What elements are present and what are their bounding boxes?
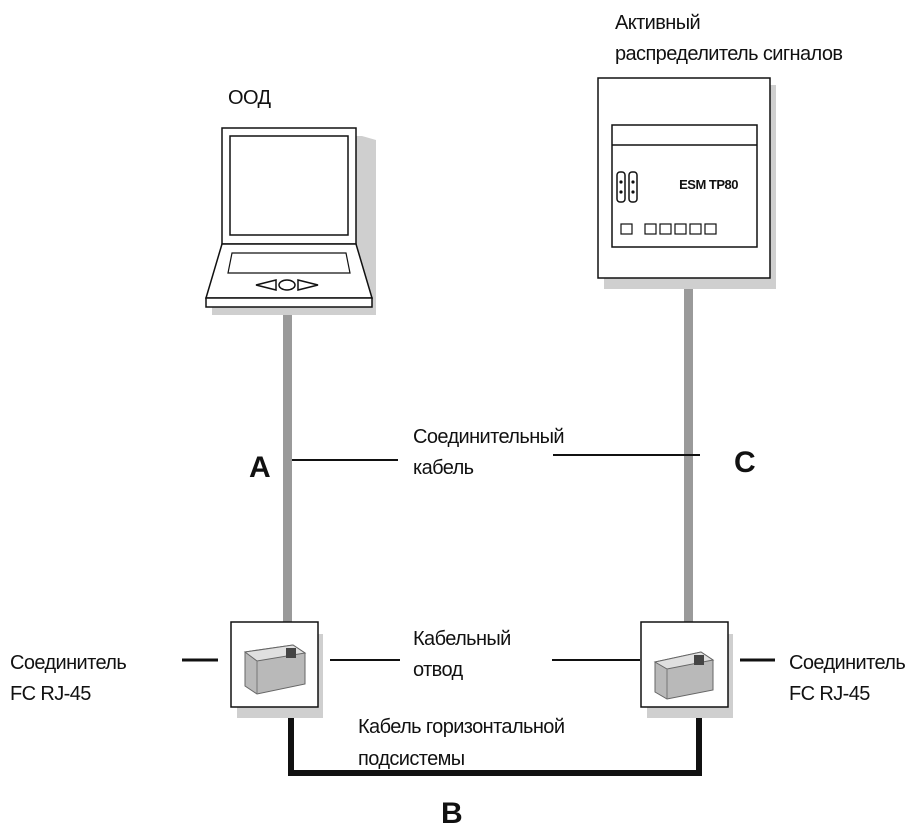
connector-right-label-line2: FC RJ-45 (789, 683, 870, 705)
connector-right (640, 621, 733, 718)
switch-label-line2: распределитель сигналов (615, 43, 842, 65)
horizontal-cable-b (288, 686, 702, 776)
sub-d-port-icon (616, 171, 638, 203)
connector-left (230, 621, 323, 718)
horizontal-cable-label-line2: подсистемы (358, 748, 465, 770)
segment-b-label: B (441, 797, 463, 829)
rj45-connector-icon (243, 644, 307, 695)
connector-left-label-line1: Соединитель (10, 652, 126, 674)
laptop-icon (204, 127, 376, 315)
switch-device: ESM TP80 (597, 77, 776, 289)
patch-cable-label-line1: Соединительный (413, 426, 564, 448)
segment-c-label: C (734, 446, 756, 479)
device-model-label: ESM TP80 (679, 177, 738, 192)
rj45-ports-icon (620, 223, 717, 235)
switch-label-line1: Активный (615, 12, 700, 34)
horizontal-cable-label-line1: Кабель горизонтальной (358, 716, 564, 738)
patch-cable-c (684, 285, 693, 622)
connector-left-label-line2: FC RJ-45 (10, 683, 91, 705)
connector-right-label-line1: Соединитель (789, 652, 905, 674)
drop-cable-label-line1: Кабельный (413, 628, 511, 650)
dte-label: ООД (228, 87, 271, 109)
patch-cable-a (283, 310, 292, 622)
segment-a-label: A (249, 451, 271, 484)
drop-cable-label-line2: отвод (413, 659, 464, 681)
patch-cable-label-line2: кабель (413, 457, 474, 479)
rj45-connector-icon (653, 651, 715, 700)
